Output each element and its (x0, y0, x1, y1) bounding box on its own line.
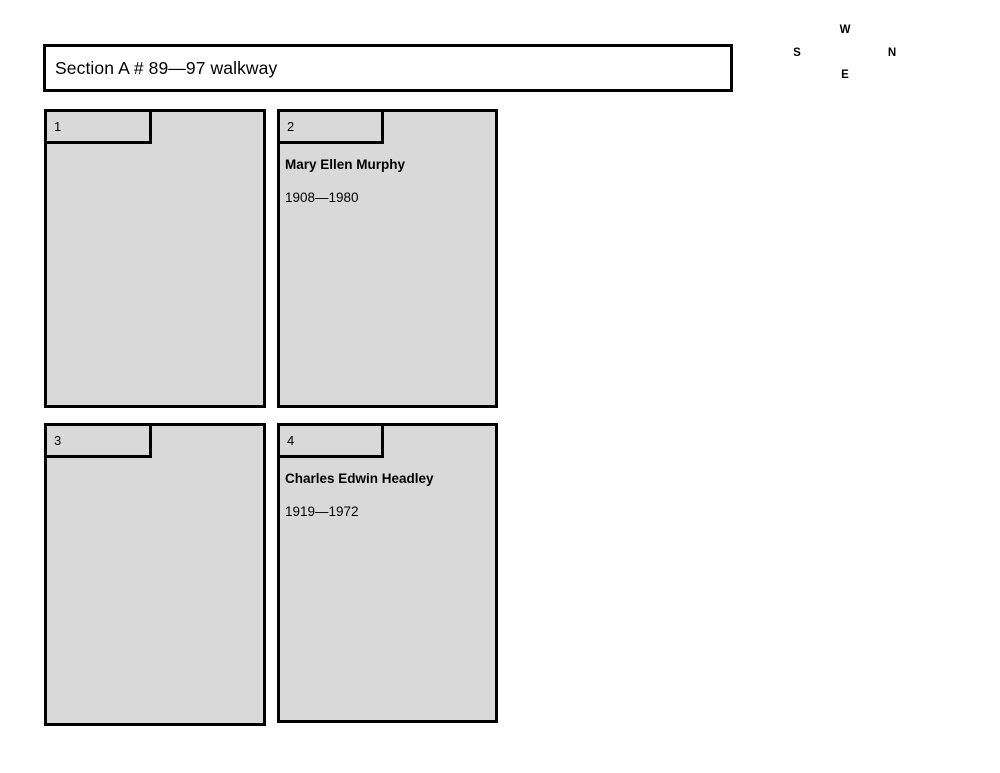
plot-body: Charles Edwin Headley 1919—1972 (280, 461, 495, 520)
plot-number-badge[interactable]: 3 (44, 423, 152, 458)
section-title-label: Section A # 89—97 walkway (55, 57, 278, 78)
plot-occupant-dates: 1908—1980 (285, 189, 359, 205)
plot-number-label: 3 (54, 433, 62, 448)
plot-number-label: 4 (287, 433, 295, 448)
plot-cell[interactable]: 1 (44, 109, 266, 408)
plot-occupant-name: Charles Edwin Headley (285, 471, 434, 486)
plot-number-badge[interactable]: 4 (277, 423, 384, 458)
plot-number-label: 2 (287, 119, 295, 134)
compass-left-icon: S (793, 47, 801, 59)
compass-top-icon: W (839, 24, 851, 36)
compass-rose: W S N E (780, 16, 910, 92)
section-title-box: Section A # 89—97 walkway (43, 44, 733, 92)
compass-bottom-icon: E (841, 69, 849, 81)
plot-body: Mary Ellen Murphy 1908—1980 (280, 147, 495, 206)
plot-number-badge[interactable]: 2 (277, 109, 384, 144)
plot-occupant-dates: 1919—1972 (285, 503, 359, 519)
plot-number-badge[interactable]: 1 (44, 109, 152, 144)
plot-number-label: 1 (54, 119, 62, 134)
plot-occupant-name: Mary Ellen Murphy (285, 157, 406, 172)
compass-right-icon: N (887, 47, 897, 59)
plot-cell[interactable]: 3 (44, 423, 266, 726)
